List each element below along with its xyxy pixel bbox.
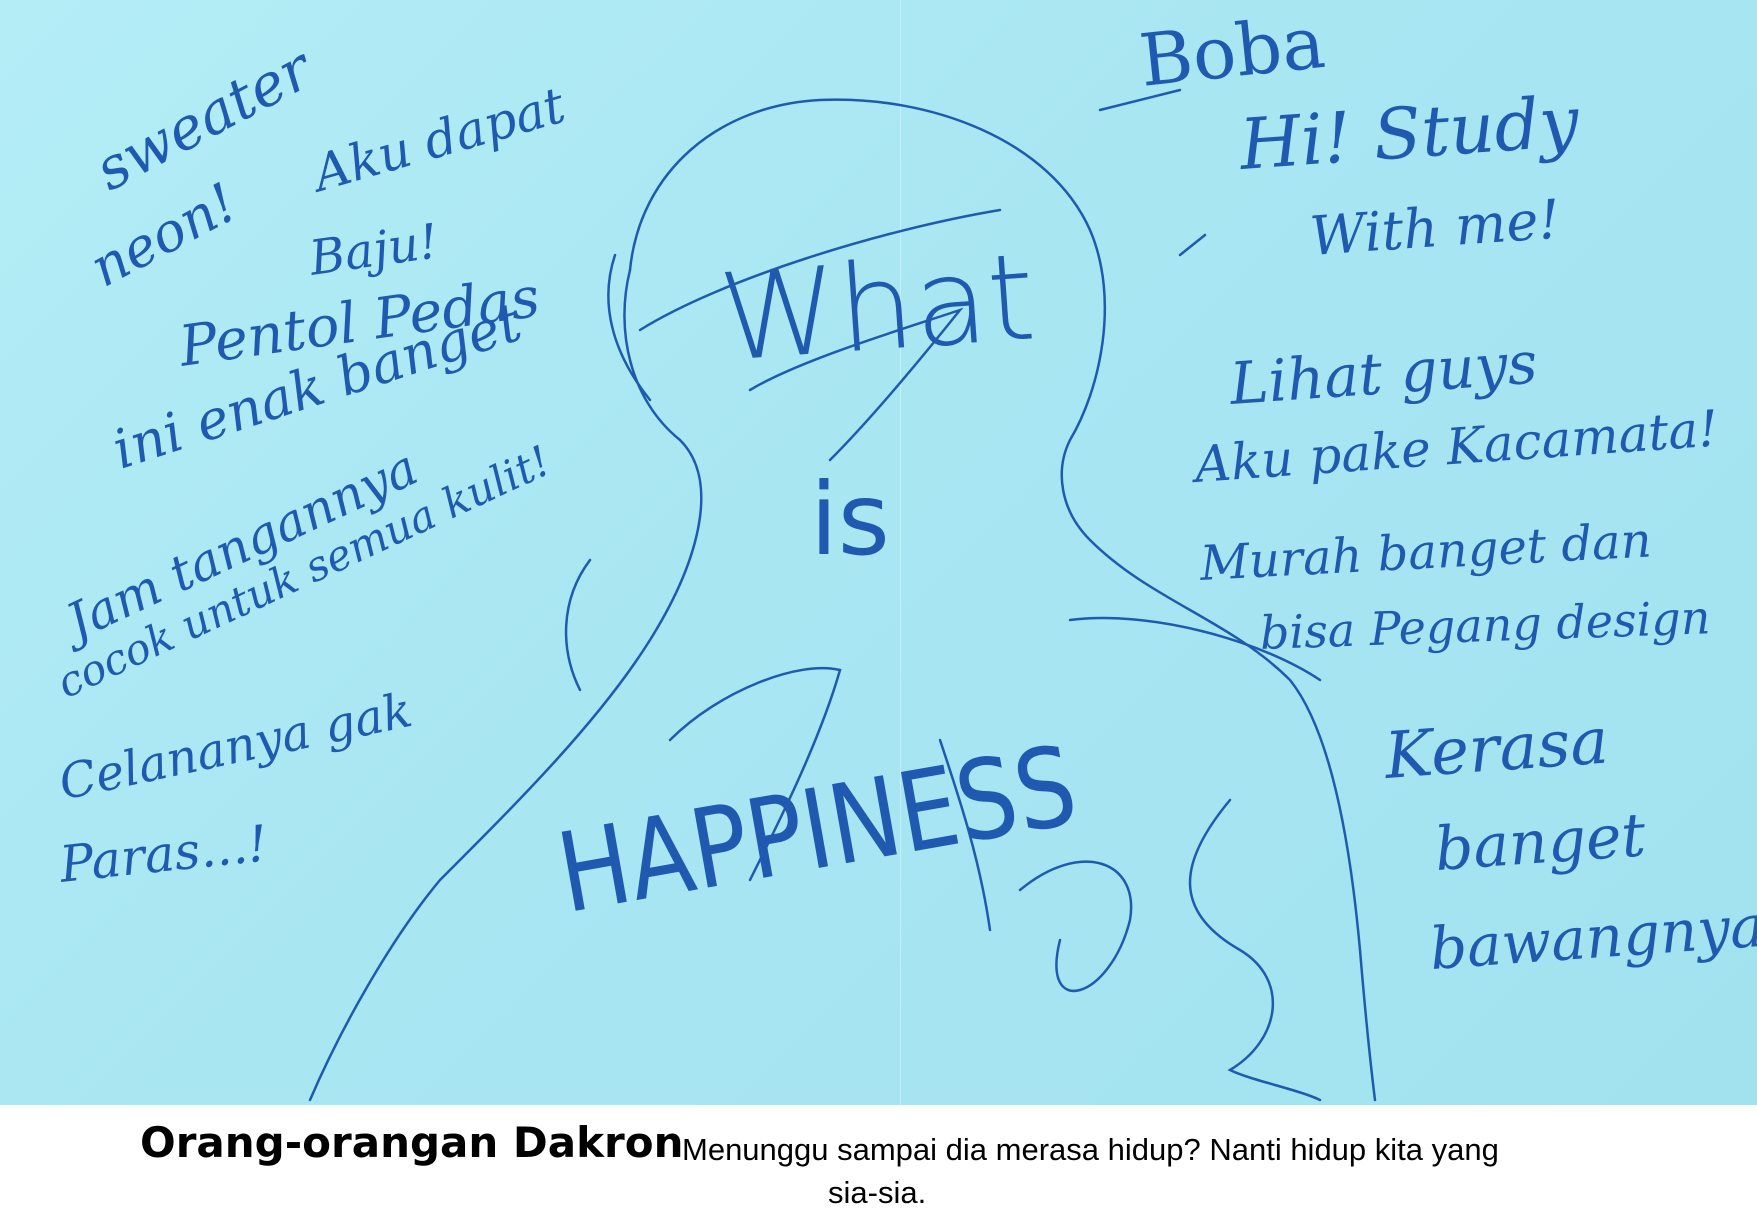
sketch-stroke [1068, 616, 1322, 682]
sketch-stroke [938, 738, 992, 932]
sketch-stroke [1188, 798, 1322, 1102]
sketch-stroke [564, 558, 592, 692]
note-banget: banget [1432, 800, 1648, 885]
note-what: What [715, 228, 1040, 389]
figure-sketch [308, 88, 1377, 1102]
sketch-stroke [668, 666, 842, 882]
caption-area [0, 1105, 1757, 1215]
caption-text-continued: sia-sia. [828, 1175, 927, 1210]
paper-fold [900, 0, 901, 1105]
caption-text: Menunggu sampai dia merasa hidup? Nanti … [682, 1132, 1499, 1167]
paper-sheet: sweater neon! Aku dapat Baju! Pentol Ped… [0, 0, 1757, 1105]
body-outline-left [308, 268, 703, 1102]
note-boba: Boba [1135, 0, 1329, 103]
sketch-stroke [1178, 233, 1207, 257]
sketch-stroke [1018, 860, 1133, 993]
sketch-stroke [638, 208, 1002, 332]
note-kerasa: Kerasa [1382, 704, 1611, 794]
note-is: is [810, 461, 890, 578]
body-outline-right [628, 98, 1377, 1102]
sketch-stroke [607, 253, 652, 402]
caption-title: Orang-orangan Dakron [140, 1118, 684, 1167]
sketch-stroke [748, 307, 964, 462]
sketch-stroke [1098, 88, 1182, 112]
